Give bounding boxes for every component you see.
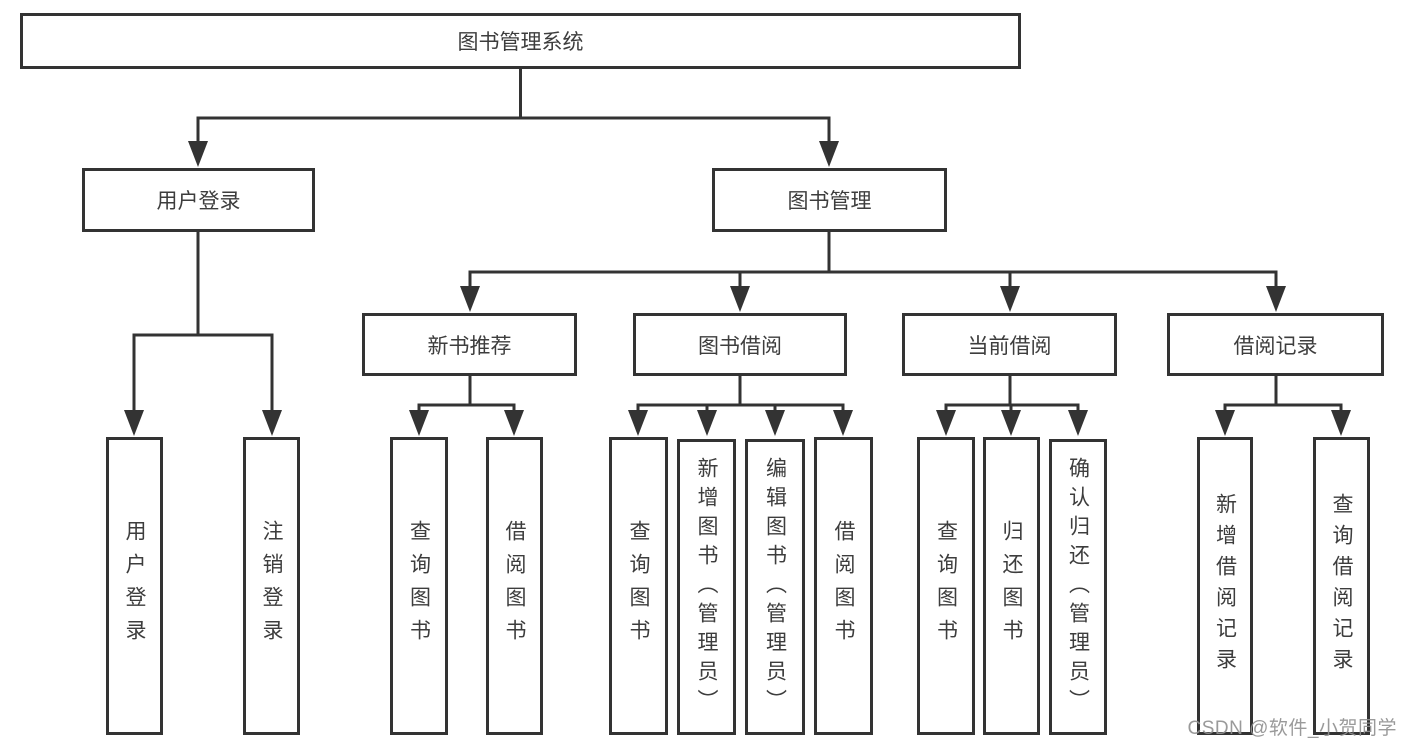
node-book-borrowing: 图书借阅 <box>633 313 847 376</box>
node-new-book-recommend: 新书推荐 <box>362 313 577 376</box>
leaf-query-books-current: 查询图书 <box>917 437 975 735</box>
node-borrowing-records: 借阅记录 <box>1167 313 1384 376</box>
leaf-borrow-books-borrowing: 借阅图书 <box>814 437 873 735</box>
node-book-management: 图书管理 <box>712 168 947 232</box>
leaf-query-books-borrowing: 查询图书 <box>609 437 668 735</box>
leaf-borrow-books-recommend: 借阅图书 <box>486 437 543 735</box>
leaf-confirm-return-admin: 确认归还（管理员） <box>1049 439 1107 735</box>
node-root-library-system: 图书管理系统 <box>20 13 1021 69</box>
leaf-add-borrowing-record: 新增借阅记录 <box>1197 437 1253 735</box>
leaf-return-books: 归还图书 <box>983 437 1040 735</box>
node-current-borrowing: 当前借阅 <box>902 313 1117 376</box>
node-user-login: 用户登录 <box>82 168 315 232</box>
csdn-watermark: CSDN @软件_小贺同学 <box>1187 718 1397 739</box>
leaf-query-borrowing-record: 查询借阅记录 <box>1313 437 1370 735</box>
leaf-edit-books-admin: 编辑图书（管理员） <box>745 439 805 735</box>
arrowhead-group <box>124 141 1351 436</box>
leaf-user-login: 用户登录 <box>106 437 163 735</box>
leaf-logout: 注销登录 <box>243 437 300 735</box>
leaf-query-books-recommend: 查询图书 <box>390 437 448 735</box>
leaf-add-books-admin: 新增图书（管理员） <box>677 439 736 735</box>
